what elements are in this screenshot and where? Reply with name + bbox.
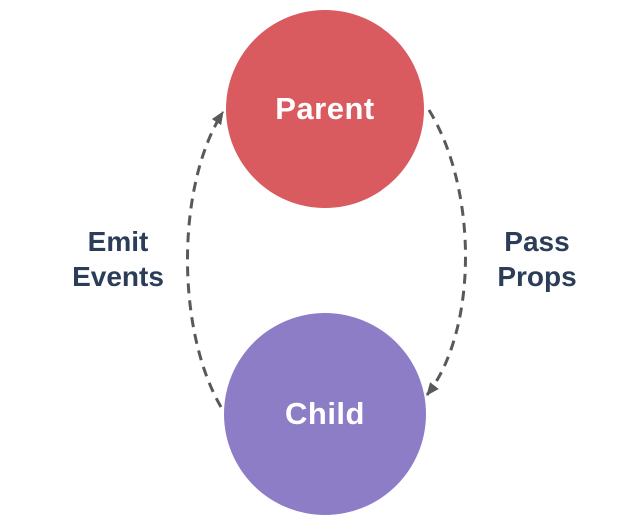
pass-props-arrow bbox=[425, 109, 467, 396]
parent-node-label: Parent bbox=[275, 91, 375, 126]
emit-events-arrow bbox=[186, 111, 225, 408]
pass-props-label-line2: Props bbox=[497, 261, 577, 292]
child-node: Child bbox=[224, 313, 426, 515]
emit-events-label: Emit Events bbox=[38, 224, 198, 294]
emit-events-label-line1: Emit bbox=[87, 226, 149, 257]
pass-props-label: Pass Props bbox=[457, 224, 617, 294]
emit-events-label-line2: Events bbox=[72, 261, 164, 292]
pass-props-label-line1: Pass bbox=[504, 226, 570, 257]
child-node-label: Child bbox=[285, 396, 365, 431]
parent-node: Parent bbox=[226, 10, 424, 208]
